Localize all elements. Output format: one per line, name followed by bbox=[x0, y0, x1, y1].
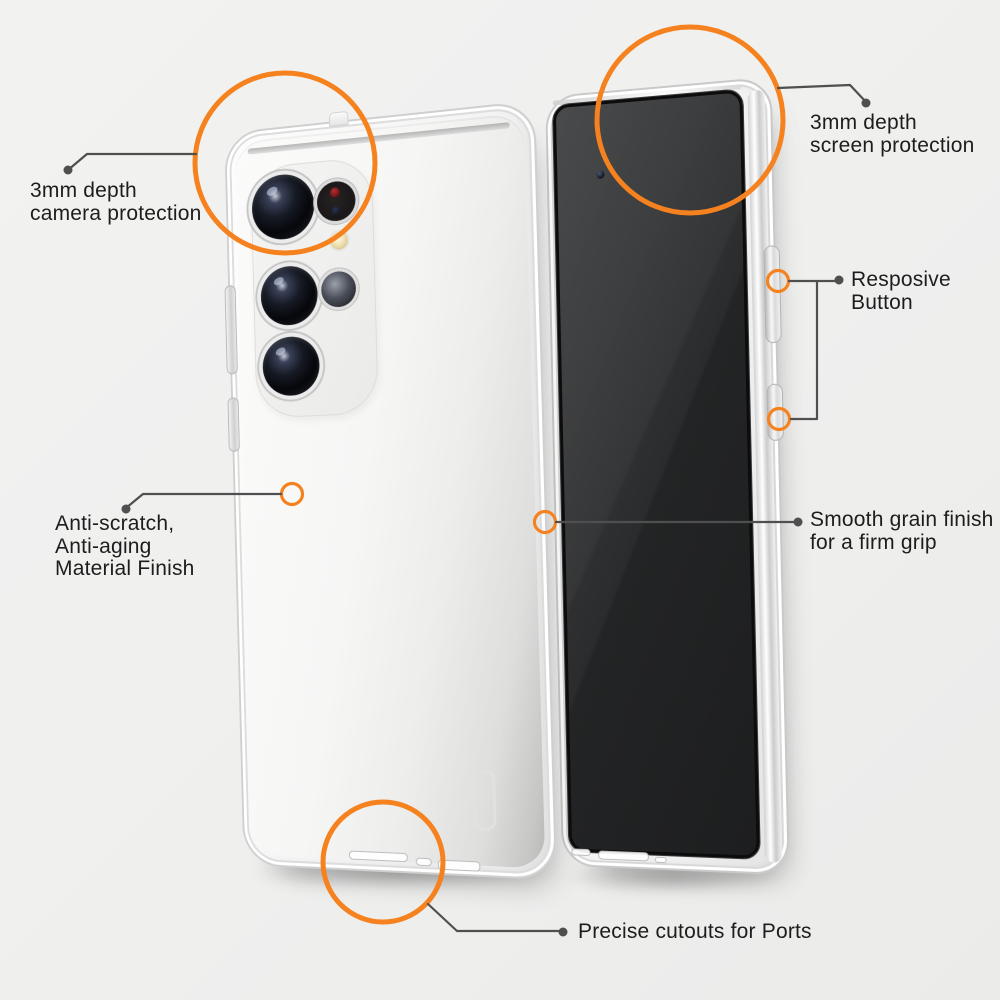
callout-label-port-cutouts: Precise cutouts for Ports bbox=[578, 920, 812, 944]
callout-line-screen bbox=[776, 83, 868, 104]
volume-button-cutout bbox=[224, 284, 238, 375]
port-cutout bbox=[654, 856, 667, 864]
callout-dot bbox=[834, 275, 844, 285]
power-button bbox=[766, 383, 785, 442]
port-cutout bbox=[415, 857, 432, 867]
label-line: Anti-scratch, bbox=[55, 512, 175, 535]
label-line: screen protection bbox=[810, 133, 975, 157]
label-line: 3mm depth bbox=[810, 111, 917, 134]
port-cutout bbox=[437, 859, 481, 872]
power-button-cutout bbox=[227, 397, 240, 452]
callout-line-ports bbox=[426, 902, 563, 933]
phone-front-view bbox=[545, 76, 790, 876]
callout-line-camera bbox=[66, 152, 198, 172]
label-line: Anti-aging bbox=[55, 534, 152, 558]
callout-dot bbox=[861, 98, 871, 108]
label-line: for a firm grip bbox=[810, 530, 937, 554]
label-line: Precise cutouts for Ports bbox=[578, 920, 812, 943]
label-line: 3mm depth bbox=[30, 179, 137, 202]
callout-label-material-finish: Anti-scratch, Anti-aging Material Finish bbox=[55, 512, 195, 581]
callout-dot bbox=[63, 165, 73, 175]
label-line: Button bbox=[851, 290, 913, 314]
port-cutout bbox=[571, 848, 591, 857]
brand-logo-emboss bbox=[472, 779, 497, 832]
phone-back-view bbox=[224, 99, 558, 881]
label-line: Resposive bbox=[851, 268, 951, 291]
label-line: Smooth grain finish bbox=[810, 508, 994, 531]
callout-label-camera-protection: 3mm depth camera protection bbox=[30, 179, 202, 225]
label-line: camera protection bbox=[30, 201, 202, 225]
callout-label-screen-protection: 3mm depth screen protection bbox=[810, 111, 975, 157]
callout-line-button bbox=[787, 279, 839, 421]
volume-button bbox=[763, 244, 782, 344]
label-line: Material Finish bbox=[55, 557, 195, 580]
phone-screen bbox=[552, 89, 760, 859]
callout-label-responsive-button: Resposive Button bbox=[851, 268, 951, 314]
case-top-tab bbox=[328, 110, 349, 127]
phone-back-panel bbox=[234, 112, 546, 869]
callout-dot bbox=[793, 517, 803, 527]
callout-dot bbox=[558, 927, 568, 937]
callout-label-grain-finish: Smooth grain finish for a firm grip bbox=[810, 508, 994, 554]
